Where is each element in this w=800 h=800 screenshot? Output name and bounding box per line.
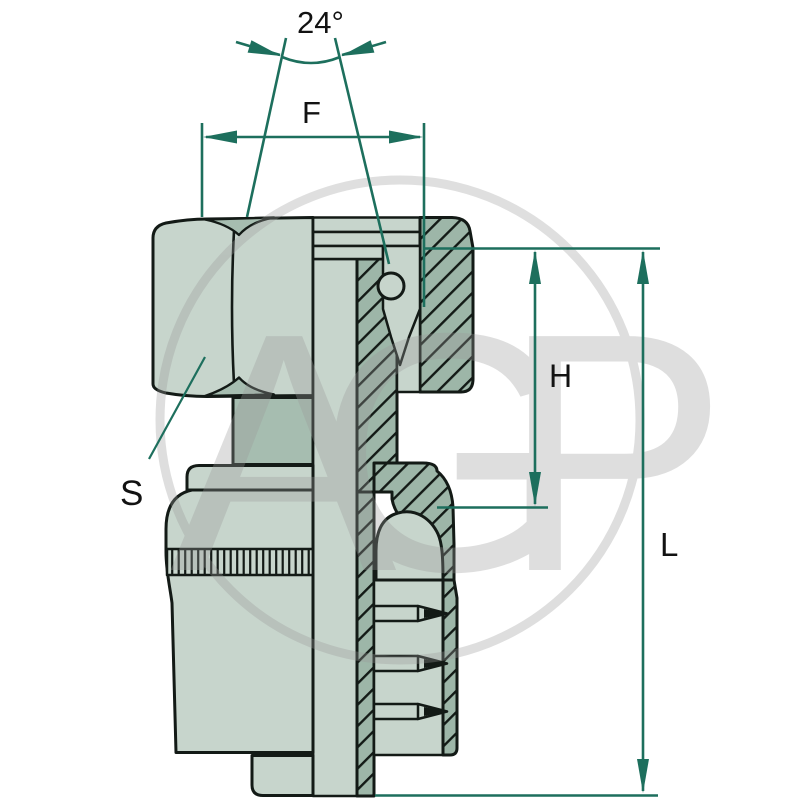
l-label: L xyxy=(660,526,678,563)
f-label: F xyxy=(302,95,321,130)
bottom-stub xyxy=(250,754,315,797)
h-label: H xyxy=(549,358,572,394)
dimension-annotations xyxy=(148,37,660,797)
serration-notch-2 xyxy=(374,654,449,673)
dimension-labels: 24° F H L S xyxy=(120,5,678,563)
s-label: S xyxy=(120,474,143,513)
l-dimension xyxy=(375,250,658,797)
h-dimension xyxy=(424,247,660,509)
thread-band-1 xyxy=(311,216,422,234)
ferrule-flange xyxy=(185,464,315,492)
angle-arrowhead-left xyxy=(247,40,281,56)
thread-band-2 xyxy=(311,230,422,248)
cone-angle-annotation xyxy=(235,37,391,265)
watermark-circle xyxy=(155,175,645,665)
watermark-text: AGP xyxy=(170,263,714,643)
nut-hex-edge xyxy=(230,230,236,385)
l-arrowhead-bottom xyxy=(637,759,649,793)
serration-notch-1 xyxy=(374,604,449,623)
h-arrowhead-bottom xyxy=(529,472,541,506)
bell-dome xyxy=(374,510,445,582)
cone-line-left xyxy=(245,37,288,218)
l-arrowhead-top xyxy=(637,250,649,284)
s-leader-line xyxy=(148,356,206,460)
f-arrowhead-left xyxy=(203,130,237,144)
nut-chamfer-top xyxy=(203,216,276,237)
stem-bore xyxy=(311,257,359,798)
nut-chamfer-bottom xyxy=(203,376,276,398)
nut-wall-section xyxy=(418,216,475,394)
angle-label: 24° xyxy=(297,5,344,40)
o-ring-ball xyxy=(376,271,406,301)
f-dimension xyxy=(200,123,426,307)
fitting-drawing xyxy=(151,216,475,798)
h-arrowhead-top xyxy=(529,250,541,284)
thread-band-3 xyxy=(311,244,385,261)
f-arrowhead-right xyxy=(389,130,423,144)
cone-line-right xyxy=(333,37,391,265)
angle-arrowhead-right xyxy=(341,40,375,56)
cone-arc xyxy=(281,55,341,65)
serration-notch-3 xyxy=(374,702,449,721)
